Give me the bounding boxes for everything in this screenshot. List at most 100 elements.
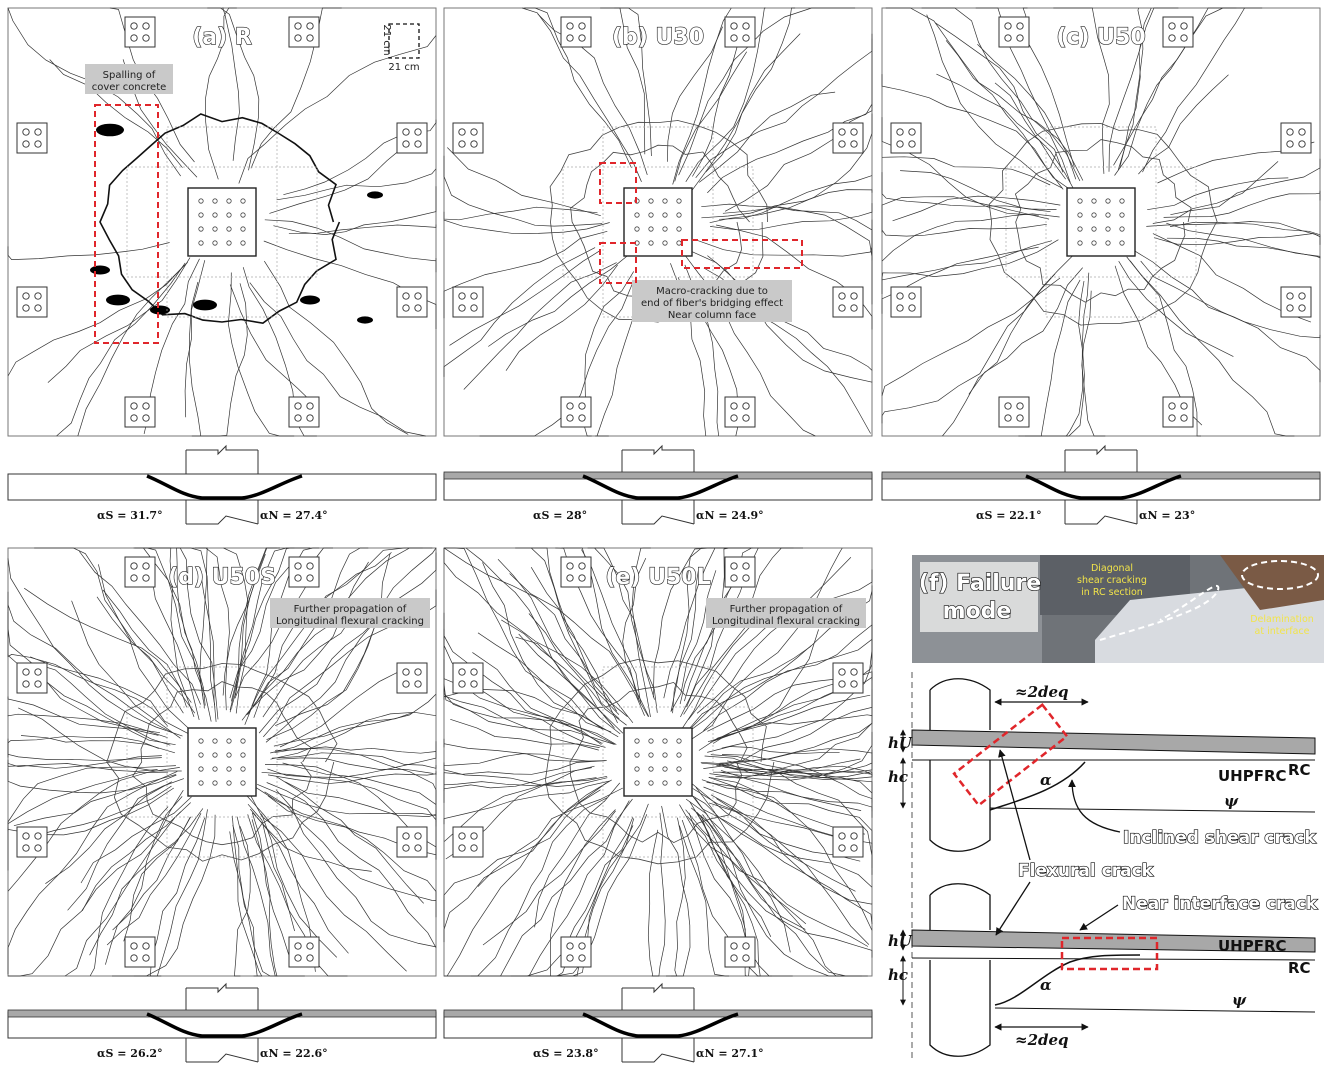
- alpha-n-label: αN = 22.6°: [260, 1047, 328, 1060]
- support-plate: [124, 936, 156, 968]
- panel-label: (e) U50L: [605, 565, 710, 590]
- support-plate: [288, 396, 320, 428]
- support-plate: [724, 556, 756, 588]
- panel-note-line: Longitudinal flexural cracking: [712, 616, 860, 627]
- cross-section: αS = 28° αN = 24.9°: [443, 444, 873, 525]
- failure-title-line1: (f) Failure: [919, 571, 1041, 596]
- support-plate: [998, 396, 1030, 428]
- alpha-n-label: αN = 24.9°: [696, 509, 764, 522]
- schematic-upper: ≈2deq hU hc UHPFRC RC α ψ Inclined shear…: [888, 672, 1317, 1060]
- support-plate: [890, 286, 922, 318]
- alpha-upper: α: [1040, 771, 1052, 789]
- support-plate: [998, 16, 1030, 48]
- alpha-n-label: αN = 27.1°: [696, 1047, 764, 1060]
- support-plate: [724, 396, 756, 428]
- uhpfrc-upper: UHPFRC: [1218, 767, 1287, 785]
- panel-label: (c) U50: [1056, 25, 1145, 50]
- support-plate: [832, 662, 864, 694]
- column-stub: [623, 727, 693, 797]
- support-plate: [396, 286, 428, 318]
- cross-section: αS = 31.7° αN = 27.4°: [7, 444, 437, 525]
- photo-note-diagonal-3: in RC section: [1081, 587, 1143, 598]
- support-plate: [124, 396, 156, 428]
- support-plate: [1162, 396, 1194, 428]
- highlight-box: [599, 162, 637, 204]
- support-plate: [1162, 16, 1194, 48]
- alpha-s-label: αS = 26.2°: [97, 1047, 163, 1060]
- support-plate: [452, 286, 484, 318]
- support-plate: [890, 122, 922, 154]
- support-plate: [396, 826, 428, 858]
- cross-section: αS = 26.2° αN = 22.6°: [7, 982, 437, 1063]
- hu-upper: hU: [888, 734, 913, 752]
- alpha-s-label: αS = 28°: [533, 509, 587, 522]
- panel-note-line: Spalling of: [103, 70, 156, 81]
- psi-lower: ψ: [1232, 991, 1247, 1009]
- support-plate: [832, 286, 864, 318]
- alpha-n-label: αN = 27.4°: [260, 509, 328, 522]
- support-plate: [288, 556, 320, 588]
- support-plate: [396, 662, 428, 694]
- panel-f: (f) Failure mode Diagonal shear cracking…: [888, 555, 1324, 1060]
- support-plate: [16, 826, 48, 858]
- panel-label: (d) U50S: [168, 565, 276, 590]
- support-plate: [724, 936, 756, 968]
- alpha-s-label: αS = 22.1°: [976, 509, 1042, 522]
- highlight-box: [599, 242, 637, 284]
- support-plate: [288, 936, 320, 968]
- alpha-s-label: αS = 23.8°: [533, 1047, 599, 1060]
- cross-section: αS = 23.8° αN = 27.1°: [443, 982, 873, 1063]
- panel-note-line: Further propagation of: [294, 604, 407, 615]
- panel-label: (a) R: [192, 25, 252, 50]
- support-plate: [832, 826, 864, 858]
- support-plate: [16, 662, 48, 694]
- photo-note-delam-1: Delamination: [1250, 614, 1314, 625]
- crack-lines: [443, 7, 873, 437]
- failure-title-line2: mode: [943, 599, 1012, 624]
- support-plate: [396, 122, 428, 154]
- scale-indicator: 21 cm 21 cm: [381, 23, 420, 73]
- support-plate: [1280, 122, 1312, 154]
- support-plate: [1280, 286, 1312, 318]
- inclined-shear-label: Inclined shear crack: [1123, 828, 1316, 848]
- hu-lower: hU: [888, 932, 913, 950]
- schematic-lower: ≈2deq hU hc UHPFRC RC α ψ Near interface…: [888, 881, 1319, 1057]
- hc-upper: hc: [888, 768, 908, 786]
- cross-section: αS = 22.1° αN = 23°: [881, 444, 1321, 525]
- support-plate: [560, 936, 592, 968]
- rc-upper: RC: [1288, 761, 1311, 779]
- panel-note-line: Macro-cracking due to: [656, 286, 768, 297]
- panel-c: (c) U50 αS = 22.1° αN = 23°: [881, 7, 1321, 525]
- support-plate: [124, 16, 156, 48]
- photo-note-diagonal-1: Diagonal: [1091, 563, 1133, 574]
- support-plate: [16, 286, 48, 318]
- panel-note-line: Longitudinal flexural cracking: [276, 616, 424, 627]
- support-plate: [724, 16, 756, 48]
- support-plate: [560, 396, 592, 428]
- support-plate: [288, 16, 320, 48]
- hc-lower: hc: [888, 966, 908, 984]
- photo-note-diagonal-2: shear cracking: [1077, 575, 1147, 586]
- failure-photo: (f) Failure mode Diagonal shear cracking…: [912, 555, 1324, 663]
- column-stub: [187, 727, 257, 797]
- uhpfrc-lower: UHPFRC: [1218, 937, 1287, 955]
- panel-note-line: end of fiber's bridging effect: [641, 298, 783, 309]
- alpha-n-label: αN = 23°: [1139, 509, 1195, 522]
- interface-crack-label: Near interface crack: [1122, 894, 1318, 914]
- panel-note-line: cover concrete: [92, 82, 167, 93]
- support-plate: [560, 16, 592, 48]
- scale-vertical: 21 cm: [381, 24, 392, 55]
- spalling-box: [94, 104, 159, 344]
- alpha-s-label: αS = 31.7°: [97, 509, 163, 522]
- psi-upper: ψ: [1224, 792, 1239, 810]
- rc-lower: RC: [1288, 959, 1311, 977]
- support-plate: [560, 556, 592, 588]
